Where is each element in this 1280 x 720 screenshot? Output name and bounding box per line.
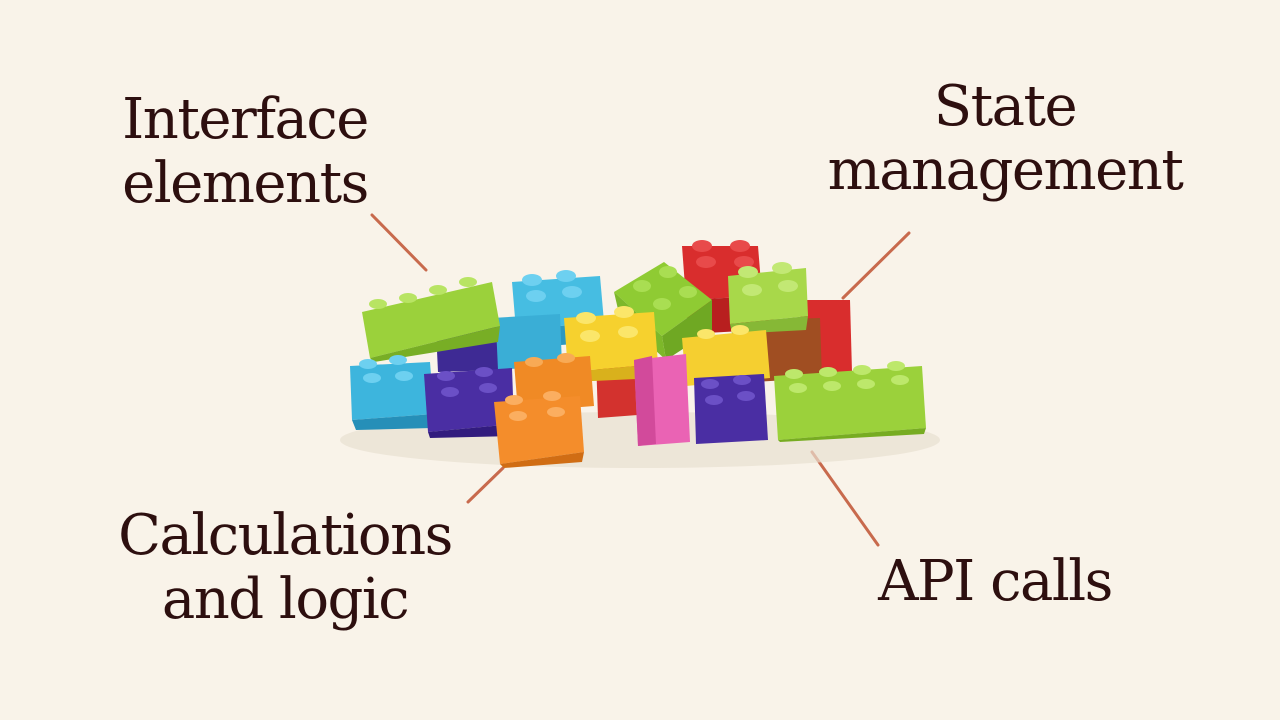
label-line: Interface (122, 87, 369, 152)
yellow-brick-small (682, 325, 770, 386)
label-calculations-logic: Calculations and logic (95, 504, 475, 632)
connector-api (810, 450, 880, 547)
connector-calc (466, 466, 505, 504)
label-api-calls: API calls (860, 550, 1130, 614)
brown-brick (752, 318, 822, 382)
connector-state (841, 231, 911, 300)
sky-brick-middle (492, 314, 562, 370)
label-line: State (933, 74, 1078, 139)
label-line: API calls (878, 549, 1113, 614)
label-line: management (827, 138, 1184, 203)
lime-brick-top-right (728, 262, 808, 334)
label-line: and logic (161, 567, 410, 632)
label-interface-elements: Interface elements (105, 88, 385, 216)
pink-brick (634, 354, 690, 446)
lime-brick-long-tilted (362, 277, 500, 362)
label-state-management: State management (805, 75, 1205, 203)
label-line: elements (122, 151, 369, 216)
connector-interface (370, 213, 428, 272)
purple-brick-left (424, 367, 514, 438)
connector-lines (370, 213, 911, 547)
label-line: Calculations (118, 503, 453, 568)
orange-brick-front (494, 391, 584, 468)
purple-brick-front (694, 374, 768, 444)
sky-brick-left (350, 355, 434, 430)
brick-pile (350, 240, 926, 468)
lime-brick-long-right (774, 361, 926, 442)
